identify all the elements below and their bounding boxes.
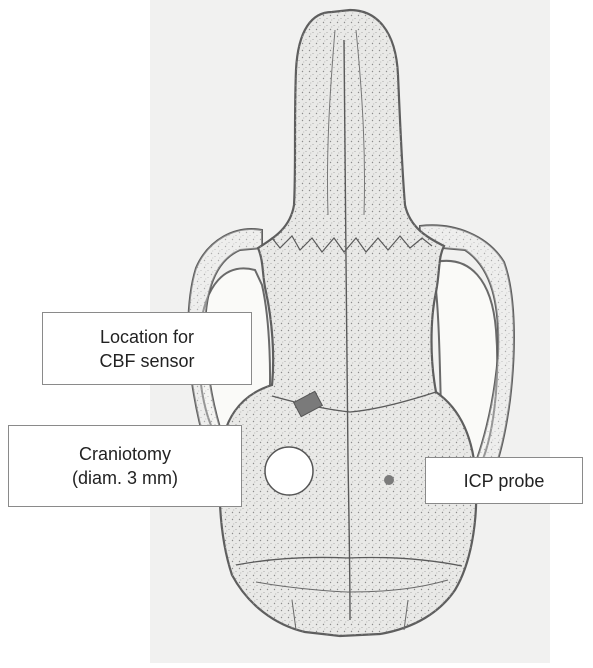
- craniotomy-marker: [265, 447, 313, 495]
- cbf-label-line1: Location for: [100, 325, 194, 349]
- cbf-label-line2: CBF sensor: [99, 349, 194, 373]
- icp-probe-label-box: ICP probe: [425, 457, 583, 504]
- craniotomy-label-box: Craniotomy (diam. 3 mm): [8, 425, 242, 507]
- icp-probe-marker: [384, 475, 394, 485]
- cbf-sensor-label-box: Location for CBF sensor: [42, 312, 252, 385]
- icp-probe-label: ICP probe: [464, 469, 545, 493]
- craniotomy-label-line2: (diam. 3 mm): [72, 466, 178, 490]
- craniotomy-label-line1: Craniotomy: [79, 442, 171, 466]
